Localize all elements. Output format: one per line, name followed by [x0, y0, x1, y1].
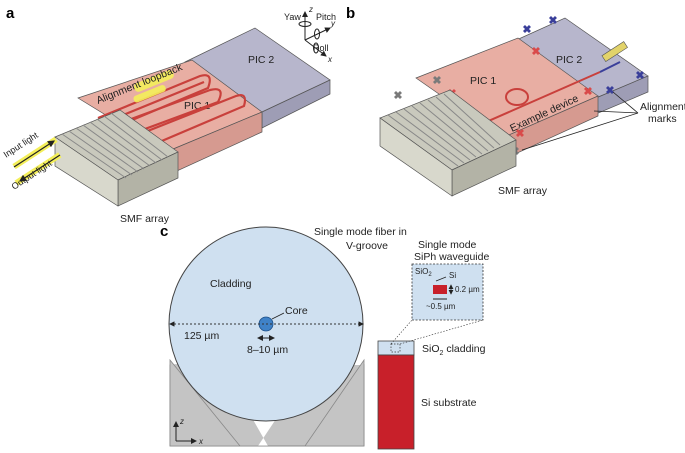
svg-text:✖: ✖ — [605, 85, 614, 97]
si-substrate-label: Si substrate — [421, 397, 477, 409]
alignment-marks-label-line2: marks — [648, 113, 677, 125]
svg-text:✖: ✖ — [583, 86, 592, 98]
zoom-line-left — [390, 319, 413, 345]
pic2-label-b: PIC 2 — [556, 54, 582, 66]
smf-array-b — [379, 89, 517, 197]
cladding-diameter-label: 125 µm — [184, 330, 219, 342]
pic2-waveguide — [599, 61, 621, 73]
smf-array-label-b: SMF array — [498, 185, 548, 197]
svg-text:✖: ✖ — [515, 128, 524, 140]
axis-z-a: z — [308, 5, 313, 14]
sio2-cladding-label: SiO2 cladding — [422, 343, 486, 357]
core-pointer — [271, 312, 285, 320]
smf-fibers-a — [61, 112, 169, 179]
core-label: Core — [285, 305, 308, 317]
axis-y-a: y — [330, 19, 336, 28]
pic2-label: PIC 2 — [248, 54, 274, 66]
svg-text:✖: ✖ — [531, 46, 540, 58]
light-arrows — [12, 136, 62, 186]
panel-c-letter: c — [160, 223, 168, 240]
svg-text:✖: ✖ — [522, 24, 531, 36]
smf-array-label-a: SMF array — [120, 213, 170, 225]
axis-x-c: x — [198, 437, 204, 446]
inset-si-label: Si — [449, 271, 456, 280]
si-pointer — [435, 276, 447, 282]
alignment-marks-label-line1: Alignment — [640, 101, 685, 113]
axis-z-c: z — [179, 417, 184, 426]
axes-a — [298, 11, 331, 57]
yaw-label: Yaw — [284, 12, 301, 22]
roll-label: Roll — [313, 43, 329, 53]
width-label: ~0.5 µm — [426, 302, 456, 311]
svg-text:✖: ✖ — [432, 75, 441, 87]
inset-sio2-label: SiO2 — [415, 267, 432, 278]
axes-c — [173, 421, 197, 444]
pic1-label-b: PIC 1 — [470, 75, 496, 87]
height-label: 0.2 µm — [455, 285, 480, 294]
smf-fibers-b — [387, 93, 501, 167]
panel-b: b PIC 2 PIC 1 Example device ✖ ✖ ✖ ✖ ✖ ✖ — [346, 5, 685, 197]
fiber-title-line2: V-groove — [346, 240, 388, 252]
waveguide-title-line2: SiPh waveguide — [414, 251, 489, 263]
waveguide-zoom-box — [390, 343, 401, 353]
core-diameter-label: 8–10 µm — [247, 344, 288, 356]
alignment-mark-pointers — [521, 91, 639, 151]
svg-text:✖: ✖ — [393, 90, 402, 102]
zoom-line-right — [399, 319, 484, 345]
fiber-title-line1: Single mode fiber in — [314, 226, 407, 238]
svg-text:✖: ✖ — [548, 15, 557, 27]
panel-b-letter: b — [346, 5, 355, 22]
sio2-cladding-layer — [377, 340, 415, 356]
si-substrate-layer — [377, 354, 415, 450]
v-groove-shape — [169, 358, 365, 447]
loopback-highlight — [133, 70, 174, 103]
svg-text:✖: ✖ — [635, 70, 644, 82]
waveguide-title-line1: Single mode — [418, 239, 477, 251]
axis-x-a: x — [327, 55, 333, 64]
cladding-label: Cladding — [210, 278, 252, 290]
panel-c: c Cladding Core 125 µm 8–10 µm Single mo… — [160, 223, 489, 450]
waveguide-inset — [411, 263, 484, 321]
panel-a: a PIC 2 PIC 1 Alignment loopback — [2, 5, 336, 225]
pic2-coupler — [601, 41, 628, 63]
panel-a-letter: a — [6, 5, 15, 22]
si-core — [433, 285, 447, 294]
pitch-label: Pitch — [316, 12, 336, 22]
